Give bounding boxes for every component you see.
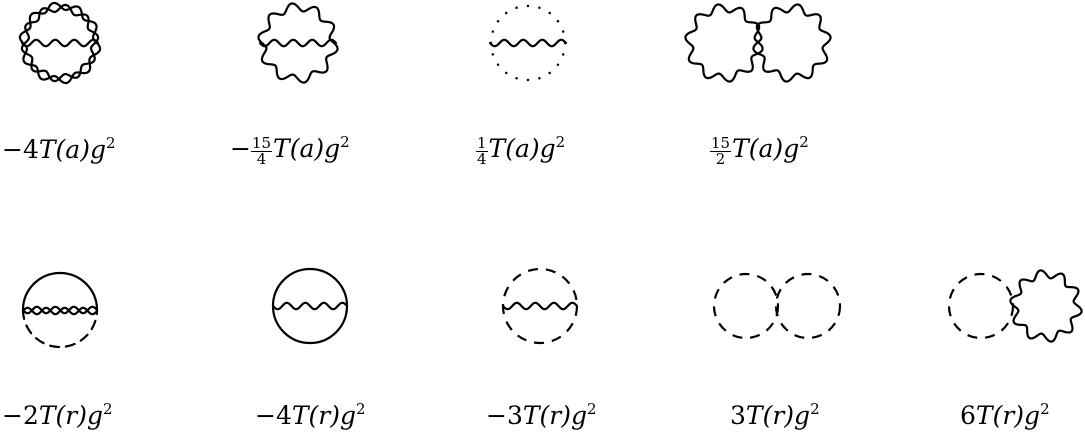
wavy-propagator-middle <box>20 38 100 48</box>
diagram-ghost-loop <box>488 4 568 82</box>
scalar-loop-left <box>947 272 1015 340</box>
diagram-solid-with-wavy <box>271 267 349 345</box>
diagram-half-solid-half-dashed <box>21 271 99 349</box>
wavy-propagator-middle <box>501 301 579 311</box>
diagram-dashed-plus-wavy-loop <box>947 269 1083 343</box>
label-1: −4T(a)g2 <box>2 134 116 164</box>
label-8: 3T(r)g2 <box>730 400 820 430</box>
scalar-arc-lower <box>21 308 99 349</box>
scalar-loop-left <box>712 272 780 340</box>
diagram-figure-eight-wavy <box>684 3 832 83</box>
diagram-wavy-sunset-thin <box>257 2 339 84</box>
label-9: 6T(r)g2 <box>960 400 1050 430</box>
wavy-propagator-middle <box>271 301 349 311</box>
wavy-propagator-inner <box>20 3 100 83</box>
wavy-loop-right <box>752 3 832 83</box>
wavy-propagator-middle <box>258 38 338 48</box>
fermion-arc-upper <box>21 271 99 312</box>
diagram-gluon-sunset-wavy <box>18 1 102 85</box>
diagram-dashed-with-wavy <box>501 267 579 345</box>
wavy-propagator-loop <box>257 2 339 84</box>
wavy-propagator-middle <box>488 38 568 48</box>
wavy-propagator-b <box>21 306 99 316</box>
wavy-loop-right <box>1009 269 1083 343</box>
scalar-loop-right <box>774 272 842 340</box>
diagram-figure-eight-dashed <box>712 272 842 340</box>
label-5: −2T(r)g2 <box>2 400 113 430</box>
label-6: −4T(r)g2 <box>255 400 366 430</box>
wavy-loop-left <box>684 3 764 83</box>
label-7: −3T(r)g2 <box>486 400 597 430</box>
